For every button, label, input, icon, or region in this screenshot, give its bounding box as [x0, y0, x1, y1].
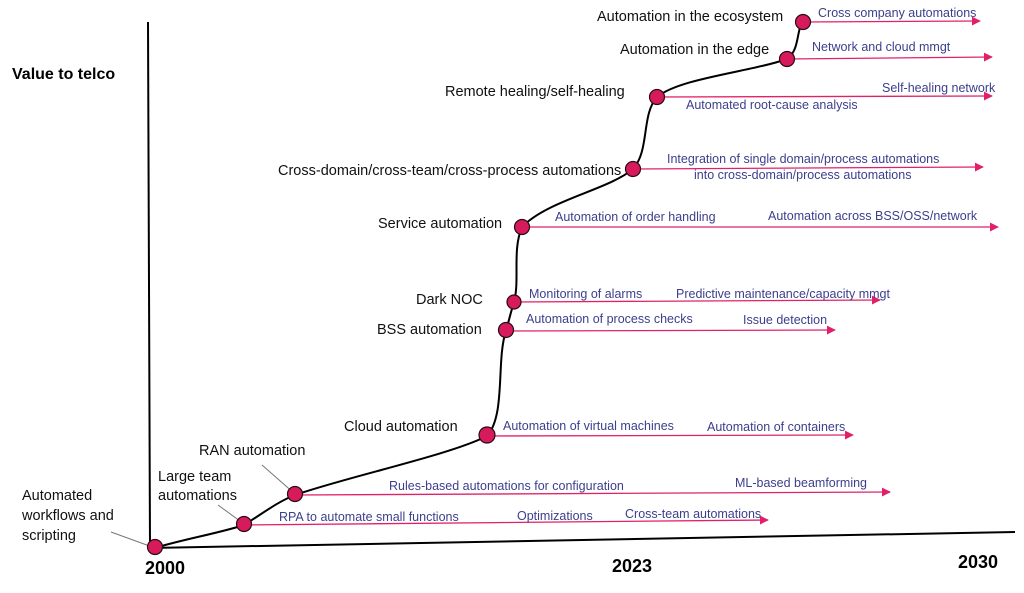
milestone-label-cloud: Cloud automation — [344, 419, 458, 435]
milestone-dot-scripting[interactable] — [146, 538, 164, 556]
x-axis — [149, 531, 1016, 549]
branch-arrow — [294, 487, 891, 497]
branch-text: Self-healing network — [882, 81, 996, 95]
branch-arrow — [505, 325, 836, 335]
branch-text: Optimizations — [517, 509, 593, 523]
branch-dark-noc: Monitoring of alarms Predictive maintena… — [513, 287, 891, 305]
branch-arrow — [632, 162, 984, 172]
branch-text: Network and cloud mmgt — [812, 40, 951, 54]
milestone-dot-cloud[interactable] — [478, 426, 496, 444]
milestone-label-bss: BSS automation — [377, 322, 482, 338]
milestone-dot-cross-domain[interactable] — [624, 160, 642, 178]
milestone-dot-edge[interactable] — [778, 50, 796, 68]
milestone-dots — [146, 13, 812, 556]
branch-arrow — [786, 52, 993, 62]
milestone-label-large-team: Large team automations — [158, 469, 237, 504]
milestone-label-edge: Automation in the edge — [620, 42, 769, 58]
year-label-2030: 2030 — [958, 552, 998, 572]
branch-bss: Automation of process checks Issue detec… — [505, 312, 836, 335]
branch-arrow — [486, 430, 854, 440]
milestone-label-scripting: Automated workflows and scripting — [21, 488, 118, 544]
branch-arrow — [802, 16, 981, 26]
branch-text: Automation of containers — [707, 420, 845, 434]
branch-text: ML-based beamforming — [735, 476, 867, 490]
label-line: automations — [158, 488, 237, 504]
year-label-2023: 2023 — [612, 556, 652, 576]
branch-text: Automation of order handling — [555, 210, 716, 224]
branch-text: Automated root-cause analysis — [686, 98, 858, 112]
branch-text: Integration of single domain/process aut… — [667, 152, 939, 166]
y-axis-title: Value to telco — [12, 66, 115, 83]
milestone-dot-large-team[interactable] — [235, 515, 253, 533]
milestone-dot-self-healing[interactable] — [648, 88, 666, 106]
branch-text: Automation of virtual machines — [503, 419, 674, 433]
label-line: Automated — [22, 488, 92, 504]
milestone-label-self-healing: Remote healing/self-healing — [445, 84, 625, 100]
branch-rpa: RPA to automate small functions Optimiza… — [243, 507, 769, 526]
milestone-dot-service[interactable] — [513, 218, 531, 236]
branch-cloud: Automation of virtual machines Automatio… — [486, 419, 854, 440]
branch-text: Predictive maintenance/capacity mmgt — [676, 287, 891, 301]
milestone-label-ran: RAN automation — [199, 443, 305, 459]
branch-rules: Rules-based automations for configuratio… — [294, 476, 891, 497]
branch-arrow — [243, 515, 769, 526]
branch-text: Cross company automations — [818, 6, 976, 20]
branch-text: Automation of process checks — [526, 312, 693, 326]
milestone-dot-ran[interactable] — [286, 485, 304, 503]
milestone-dot-dark-noc[interactable] — [506, 294, 522, 310]
milestone-label-service: Service automation — [378, 216, 502, 232]
year-label-2000: 2000 — [145, 558, 185, 578]
branch-self-healing: Automated root-cause analysis Self-heali… — [656, 81, 996, 112]
branch-text: Rules-based automations for configuratio… — [389, 479, 624, 493]
branch-text: Cross-team automations — [625, 507, 761, 521]
branch-text: RPA to automate small functions — [279, 510, 459, 524]
branch-edge: Network and cloud mmgt — [786, 40, 993, 62]
branch-text: Monitoring of alarms — [529, 287, 642, 301]
branch-arrow — [656, 91, 993, 101]
milestone-label-ecosystem: Automation in the ecosystem — [597, 9, 783, 25]
milestone-label-cross-domain: Cross-domain/cross-team/cross-process au… — [278, 163, 621, 179]
branch-text: into cross-domain/process automations — [694, 168, 911, 182]
label-line: Large team — [158, 469, 231, 485]
label-line: workflows and — [21, 508, 114, 524]
label-line: scripting — [22, 528, 76, 544]
branch-cross-domain: Integration of single domain/process aut… — [632, 152, 984, 182]
milestone-label-dark-noc: Dark NOC — [416, 292, 483, 308]
branch-text: Issue detection — [743, 313, 827, 327]
branch-service: Automation of order handling Automation … — [522, 209, 999, 232]
milestone-dot-bss[interactable] — [497, 321, 515, 339]
branch-arrow — [513, 295, 881, 305]
branch-text: Automation across BSS/OSS/network — [768, 209, 978, 223]
branch-ecosystem: Cross company automations — [802, 6, 981, 26]
y-axis — [147, 21, 151, 549]
milestone-dot-ecosystem[interactable] — [794, 13, 812, 31]
